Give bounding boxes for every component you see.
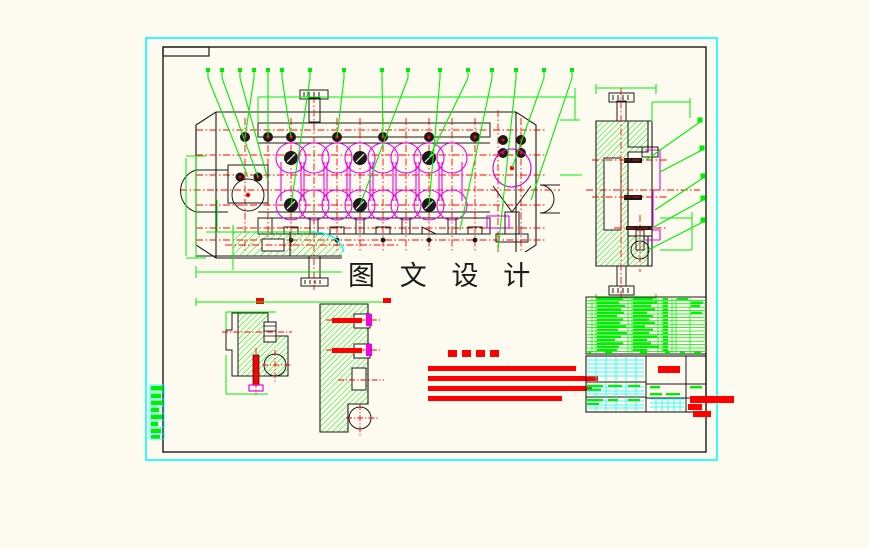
main-view-magenta-features	[275, 142, 510, 229]
sheet-border-inner	[162, 46, 707, 453]
sheet-corner-tab	[162, 46, 210, 57]
parts-list-table	[585, 296, 707, 355]
detail-view-b	[195, 298, 391, 436]
main-view-balloon-leaders-top	[207, 72, 573, 251]
detail-view-a	[222, 298, 292, 395]
main-view-left-vblock-bolts	[235, 172, 263, 198]
title-block	[585, 355, 734, 417]
detail-a-label	[256, 298, 264, 304]
main-view-left-vblock	[180, 164, 269, 213]
main-view-balloon-markers-top	[206, 68, 574, 72]
main-view-top-stud	[299, 89, 329, 123]
right-view	[586, 84, 706, 302]
main-view-bottom-stud	[300, 255, 329, 287]
main-view-right-boss-bolts	[492, 135, 532, 188]
left-margin-table	[149, 384, 165, 440]
sheet-border-outer	[145, 37, 718, 461]
watermark-text: 图 文 设 计	[342, 252, 546, 295]
main-view-vertical-centerlines	[244, 96, 522, 290]
technical-notes-block	[428, 350, 598, 401]
